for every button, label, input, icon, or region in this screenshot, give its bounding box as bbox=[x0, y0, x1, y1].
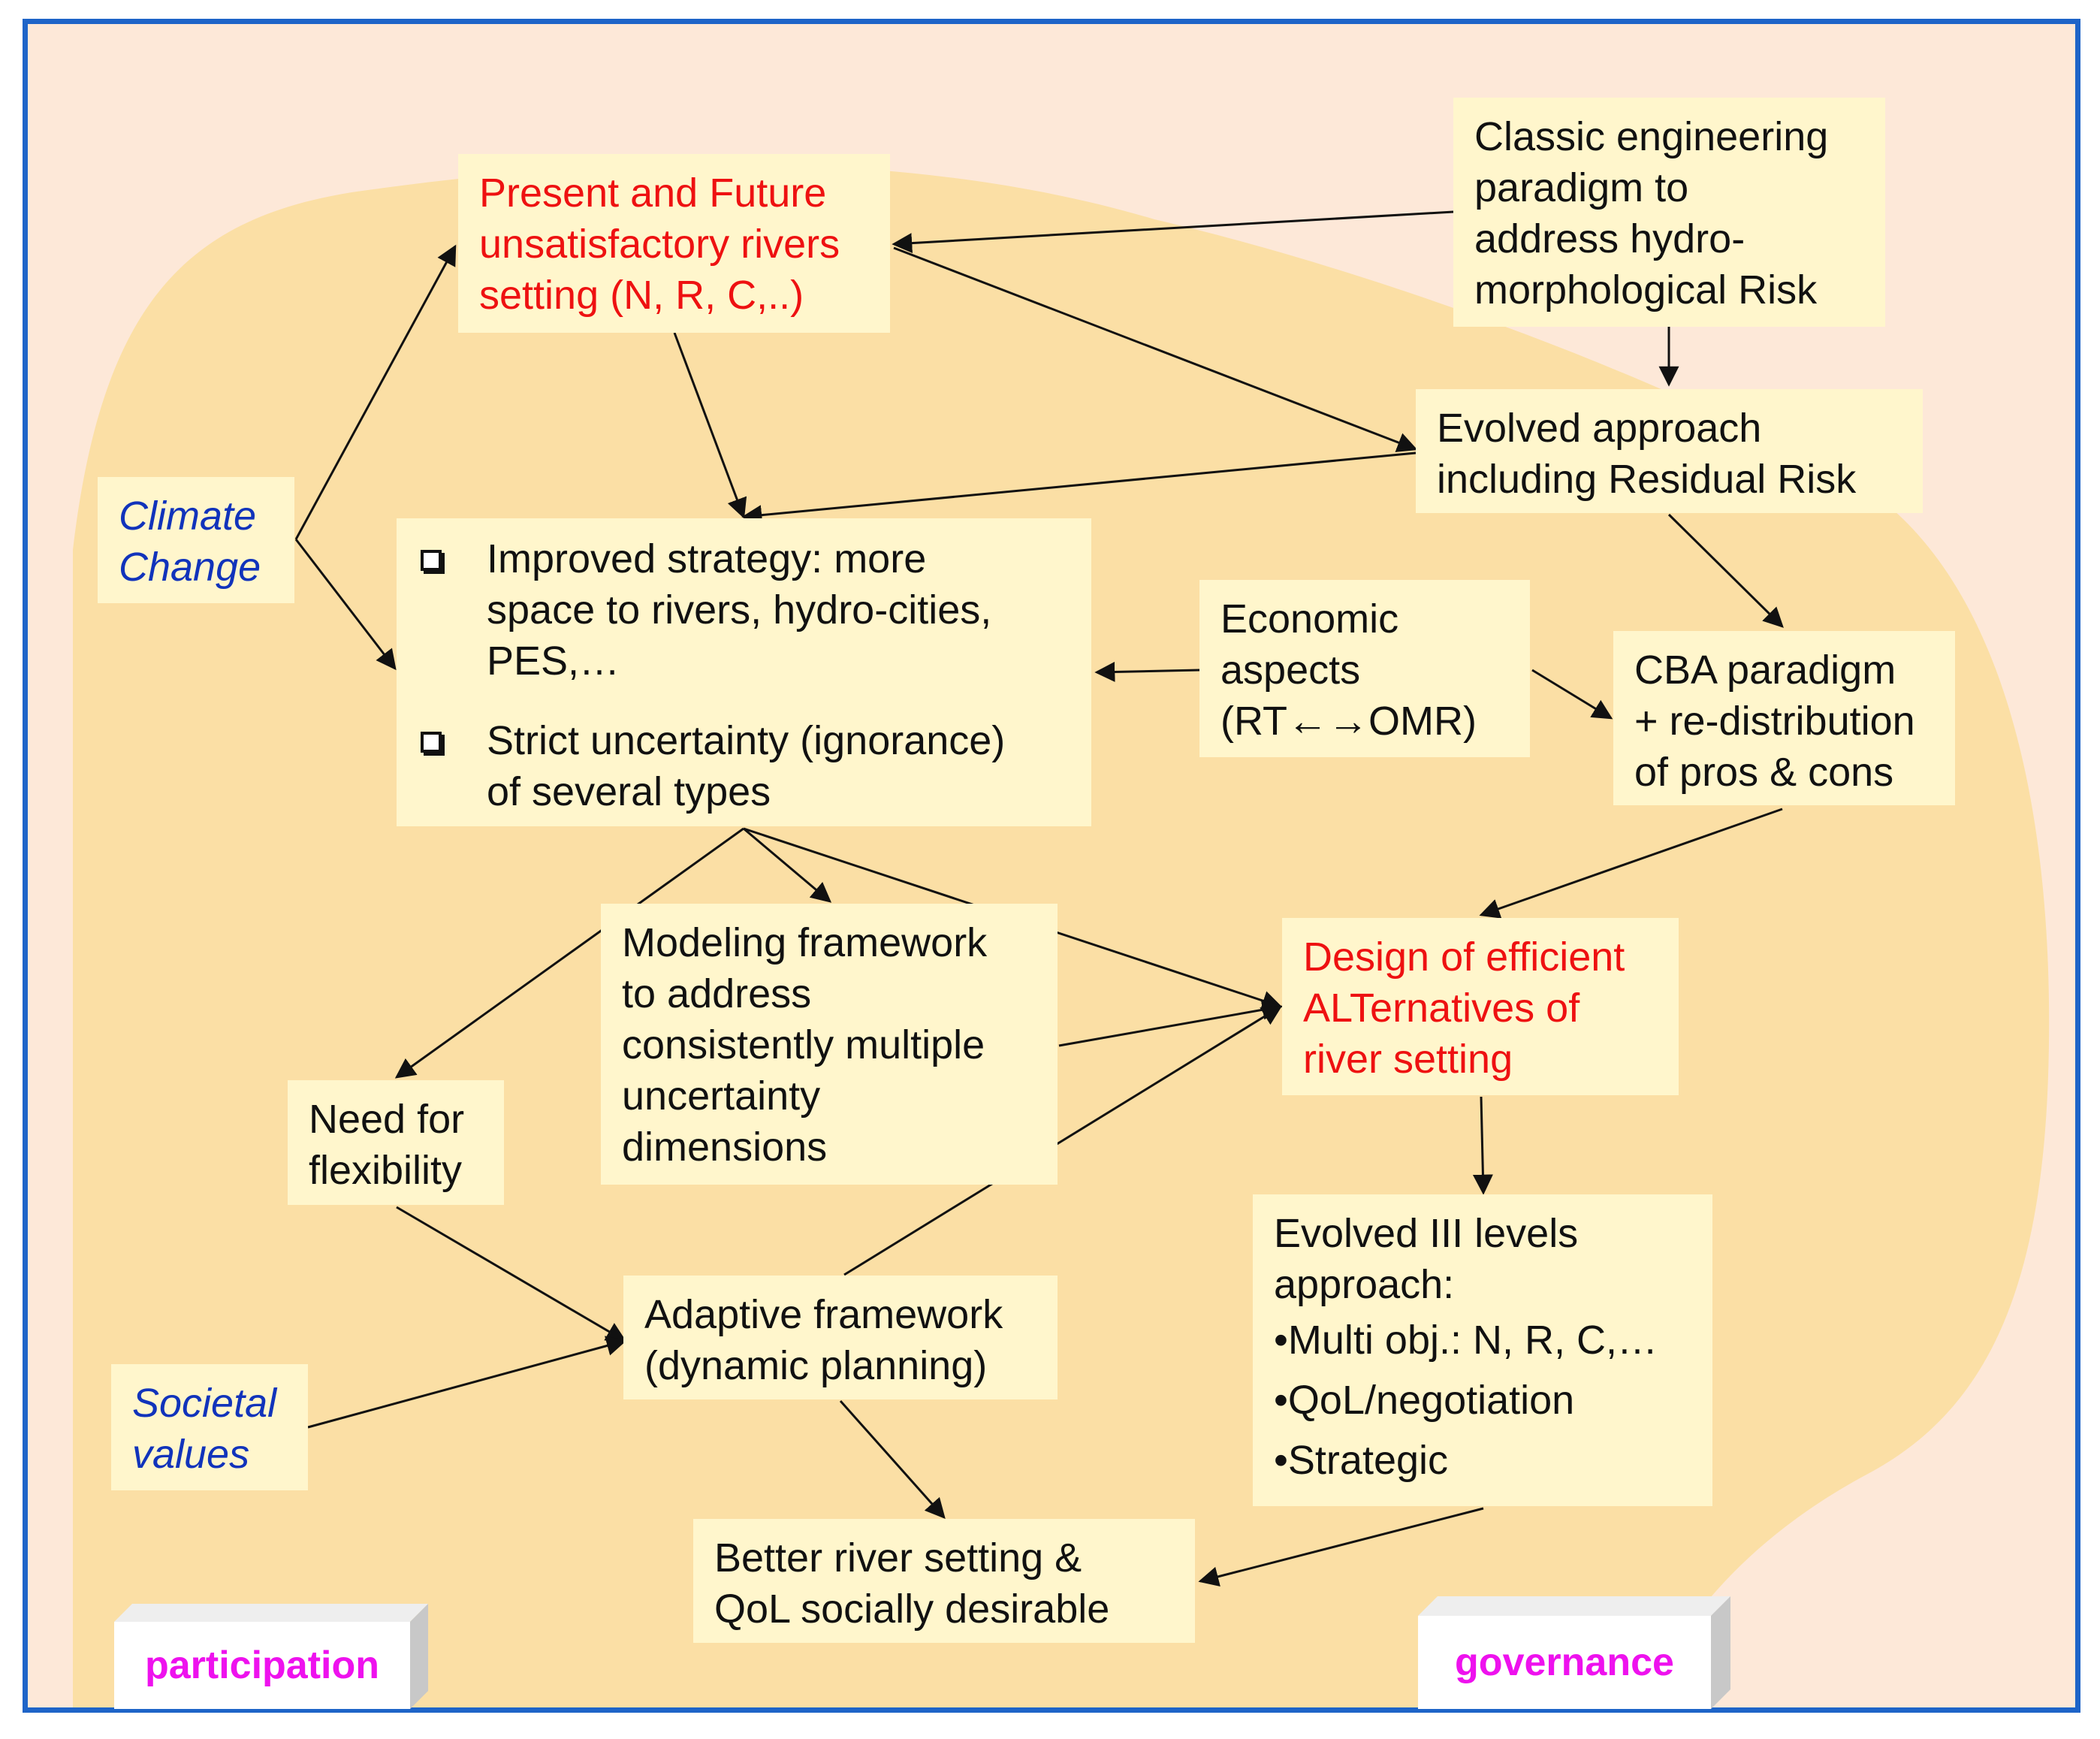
node-line: dimensions bbox=[622, 1125, 828, 1170]
node-climate-change: Climate Change bbox=[98, 477, 294, 603]
node-line: including Residual Risk bbox=[1437, 457, 1857, 502]
node-need-flexibility: Need for flexibility bbox=[288, 1080, 504, 1205]
edge-evolved-to-improved bbox=[741, 451, 1417, 526]
node-line: of pros & cons bbox=[1634, 750, 1894, 795]
node-economic-aspects: Economic aspects (RT←→OMR) bbox=[1199, 580, 1530, 757]
node-line: (RT←→OMR) bbox=[1220, 699, 1477, 744]
edge-economic-to-improved bbox=[1094, 661, 1200, 682]
node-line: •QoL/negotiation bbox=[1274, 1378, 1575, 1423]
node-design-alternatives: Design of efficient ALTernatives of rive… bbox=[1282, 918, 1679, 1095]
node-line: space to rivers, hydro-cities, bbox=[487, 587, 992, 633]
node-line: uncertainty bbox=[622, 1073, 821, 1119]
edge-adaptive-to-design bbox=[843, 1005, 1283, 1276]
node-line: aspects bbox=[1220, 648, 1361, 693]
node-line: CBA paradigm bbox=[1634, 648, 1896, 693]
node-line: Evolved III levels bbox=[1274, 1211, 1579, 1256]
edge-present-to-evolved bbox=[893, 246, 1418, 452]
node-adaptive-framework: Adaptive framework (dynamic planning) bbox=[623, 1276, 1058, 1399]
plate-bevel bbox=[114, 1604, 428, 1709]
edge-climate-to-improved bbox=[294, 539, 397, 671]
node-line: Economic bbox=[1220, 596, 1399, 642]
node-line: Classic engineering bbox=[1474, 114, 1829, 159]
node-line: Climate bbox=[119, 494, 257, 539]
node-present-future: Present and Future unsatisfactory rivers… bbox=[458, 154, 890, 333]
governance-plate: governance bbox=[1418, 1596, 1730, 1709]
node-line: setting (N, R, C,..) bbox=[479, 273, 804, 318]
node-line: Change bbox=[119, 545, 261, 590]
edge-flexibility-to-adaptive bbox=[396, 1206, 627, 1342]
node-line: consistently multiple bbox=[622, 1022, 985, 1067]
node-line: Modeling framework bbox=[622, 920, 988, 965]
node-societal-values: Societal values bbox=[111, 1364, 308, 1490]
edge-evolved-to-cba bbox=[1667, 513, 1784, 628]
edge-cba-to-design bbox=[1479, 808, 1783, 919]
strategy-item-1: Improved strategy: more space to rivers,… bbox=[397, 533, 1091, 687]
node-line: to address bbox=[622, 971, 812, 1016]
node-line: + re-distribution bbox=[1634, 699, 1915, 744]
node-line: Design of efficient bbox=[1303, 934, 1625, 980]
node-line: •Strategic bbox=[1274, 1438, 1449, 1483]
node-evolved-three-levels: Evolved III levels approach: •Multi obj.… bbox=[1253, 1194, 1712, 1506]
edge-climate-to-present bbox=[294, 244, 457, 540]
participation-plate: participation bbox=[114, 1604, 428, 1709]
node-line: approach: bbox=[1274, 1262, 1455, 1307]
node-line: flexibility bbox=[309, 1148, 463, 1193]
edge-present-to-improved bbox=[673, 332, 747, 519]
edge-modeling-to-design bbox=[1058, 999, 1283, 1047]
node-line: (dynamic planning) bbox=[644, 1343, 988, 1388]
checkbox-bullet-icon bbox=[421, 732, 442, 753]
plate-bevel bbox=[1418, 1596, 1730, 1709]
node-line: Need for bbox=[309, 1097, 465, 1142]
node-line: Improved strategy: more bbox=[487, 536, 927, 581]
edge-levels-to-better bbox=[1198, 1507, 1484, 1587]
edge-design-to-levels bbox=[1472, 1096, 1493, 1195]
node-line: Evolved approach bbox=[1437, 406, 1762, 451]
node-line: of several types bbox=[487, 769, 771, 814]
governance-label: governance bbox=[1418, 1616, 1711, 1709]
node-line: morphological Risk bbox=[1474, 267, 1818, 312]
node-line: ALTernatives of bbox=[1303, 986, 1580, 1031]
node-improved-strategy: Improved strategy: more space to rivers,… bbox=[397, 518, 1091, 826]
node-modeling-framework: Modeling framework to address consistent… bbox=[601, 904, 1058, 1185]
node-line: Strict uncertainty (ignorance) bbox=[487, 718, 1006, 763]
node-line: Better river setting & bbox=[714, 1535, 1082, 1580]
node-line: values bbox=[132, 1432, 250, 1477]
node-line: river setting bbox=[1303, 1037, 1513, 1082]
edge-economic-to-cba bbox=[1531, 669, 1613, 720]
edge-improved-to-modeling bbox=[743, 827, 832, 903]
node-line: PES,… bbox=[487, 639, 620, 684]
edge-classic-to-present bbox=[892, 210, 1454, 254]
node-line: Present and Future bbox=[479, 171, 827, 216]
node-evolved-approach: Evolved approach including Residual Risk bbox=[1416, 389, 1923, 513]
node-better-river-setting: Better river setting & QoL socially desi… bbox=[693, 1519, 1195, 1643]
edge-improved-to-flexibility bbox=[394, 827, 744, 1079]
node-classic-engineering: Classic engineering paradigm to address … bbox=[1453, 98, 1885, 327]
node-line: QoL socially desirable bbox=[714, 1587, 1110, 1632]
edge-adaptive-to-better bbox=[839, 1400, 946, 1520]
edge-societal-to-adaptive bbox=[307, 1336, 627, 1429]
node-line: paradigm to bbox=[1474, 165, 1689, 210]
node-line: address hydro- bbox=[1474, 216, 1745, 261]
node-line: unsatisfactory rivers bbox=[479, 222, 840, 267]
node-line: Societal bbox=[132, 1381, 277, 1426]
node-line: •Multi obj.: N, R, C,… bbox=[1274, 1318, 1658, 1363]
strategy-item-2: Strict uncertainty (ignorance) of severa… bbox=[397, 715, 1091, 817]
node-cba-paradigm: CBA paradigm + re-distribution of pros &… bbox=[1613, 631, 1955, 805]
participation-label: participation bbox=[114, 1622, 410, 1709]
node-line: Adaptive framework bbox=[644, 1292, 1003, 1337]
checkbox-bullet-icon bbox=[421, 550, 442, 571]
